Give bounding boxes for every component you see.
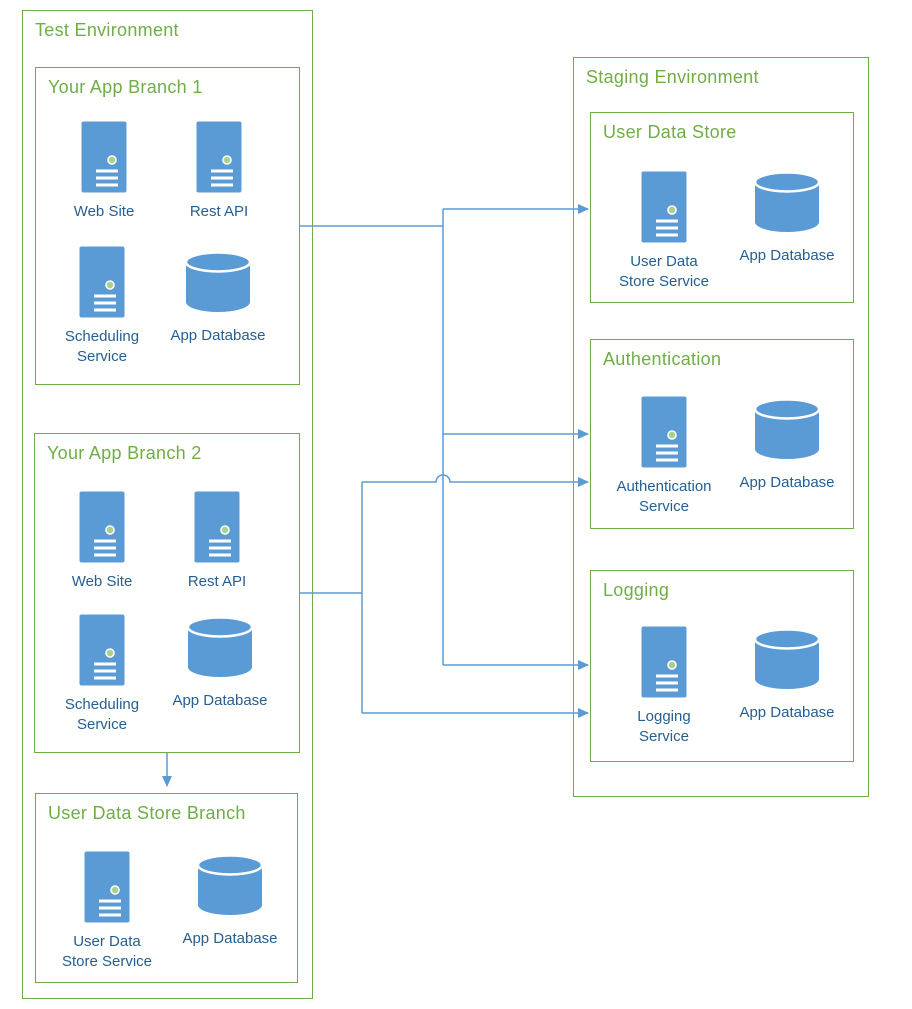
database-icon xyxy=(754,171,820,232)
node-label: App Database xyxy=(170,327,266,344)
server-icon xyxy=(196,121,242,193)
node-authentication-service: Authentication Service xyxy=(609,396,719,516)
uds-branch-title: User Data Store Branch xyxy=(48,803,246,823)
node-user-data-store-service: User Data Store Service xyxy=(52,851,162,971)
authentication-title: Authentication xyxy=(603,349,722,369)
node-label: Scheduling Service xyxy=(64,696,140,733)
server-icon xyxy=(79,246,125,318)
authentication-box: Authentication Authentication Service Ap… xyxy=(590,339,854,529)
database-icon xyxy=(197,854,263,915)
logging-box: Logging Logging Service App Database xyxy=(590,570,854,762)
server-icon xyxy=(79,614,125,686)
staging-environment-title: Staging Environment xyxy=(586,67,759,87)
node-label: Web Site xyxy=(71,573,133,590)
server-icon xyxy=(641,626,687,698)
database-icon xyxy=(187,616,253,677)
server-icon xyxy=(81,121,127,193)
logging-title: Logging xyxy=(603,580,670,600)
node-label: App Database xyxy=(739,474,835,491)
node-web-site: Web Site xyxy=(49,121,159,222)
database-icon xyxy=(185,251,251,312)
node-rest-api: Rest API xyxy=(164,121,274,222)
node-label: Scheduling Service xyxy=(64,328,140,365)
staging-environment-box: Staging Environment xyxy=(573,57,869,797)
node-label: Rest API xyxy=(189,203,249,220)
node-rest-api: Rest API xyxy=(162,491,272,592)
database-icon xyxy=(754,628,820,689)
branch1-box: Your App Branch 1 Web Site Rest API xyxy=(35,67,300,385)
connector-branch2-to-authentication xyxy=(362,474,589,487)
node-app-database: App Database xyxy=(732,171,842,266)
node-label: App Database xyxy=(739,247,835,264)
server-icon xyxy=(79,491,125,563)
uds-branch-box: User Data Store Branch User Data Store S… xyxy=(35,793,298,983)
node-label: User Data Store Service xyxy=(61,933,153,970)
node-app-database: App Database xyxy=(175,854,285,949)
node-app-database: App Database xyxy=(165,616,275,711)
node-label: App Database xyxy=(172,692,268,709)
node-label: App Database xyxy=(182,930,278,947)
node-scheduling-service: Scheduling Service xyxy=(47,246,157,366)
node-user-data-store-service: User Data Store Service xyxy=(609,171,719,291)
node-label: Rest API xyxy=(187,573,247,590)
server-icon xyxy=(641,171,687,243)
node-label: Web Site xyxy=(73,203,135,220)
node-scheduling-service: Scheduling Service xyxy=(47,614,157,734)
user-data-store-title: User Data Store xyxy=(603,122,737,142)
branch2-box: Your App Branch 2 Web Site Rest API xyxy=(34,433,300,753)
node-web-site: Web Site xyxy=(47,491,157,592)
server-icon xyxy=(641,396,687,468)
test-environment-box: Test Environment xyxy=(22,10,313,999)
node-label: Authentication Service xyxy=(616,478,712,515)
branch1-title: Your App Branch 1 xyxy=(48,77,203,97)
node-logging-service: Logging Service xyxy=(609,626,719,746)
database-icon xyxy=(754,398,820,459)
node-app-database: App Database xyxy=(732,628,842,723)
test-environment-title: Test Environment xyxy=(35,20,179,40)
node-label: Logging Service xyxy=(637,708,691,745)
server-icon xyxy=(84,851,130,923)
server-icon xyxy=(194,491,240,563)
branch2-title: Your App Branch 2 xyxy=(47,443,202,463)
node-app-database: App Database xyxy=(163,251,273,346)
node-label: App Database xyxy=(739,704,835,721)
node-label: User Data Store Service xyxy=(618,253,710,290)
user-data-store-box: User Data Store User Data Store Service … xyxy=(590,112,854,303)
node-app-database: App Database xyxy=(732,398,842,493)
